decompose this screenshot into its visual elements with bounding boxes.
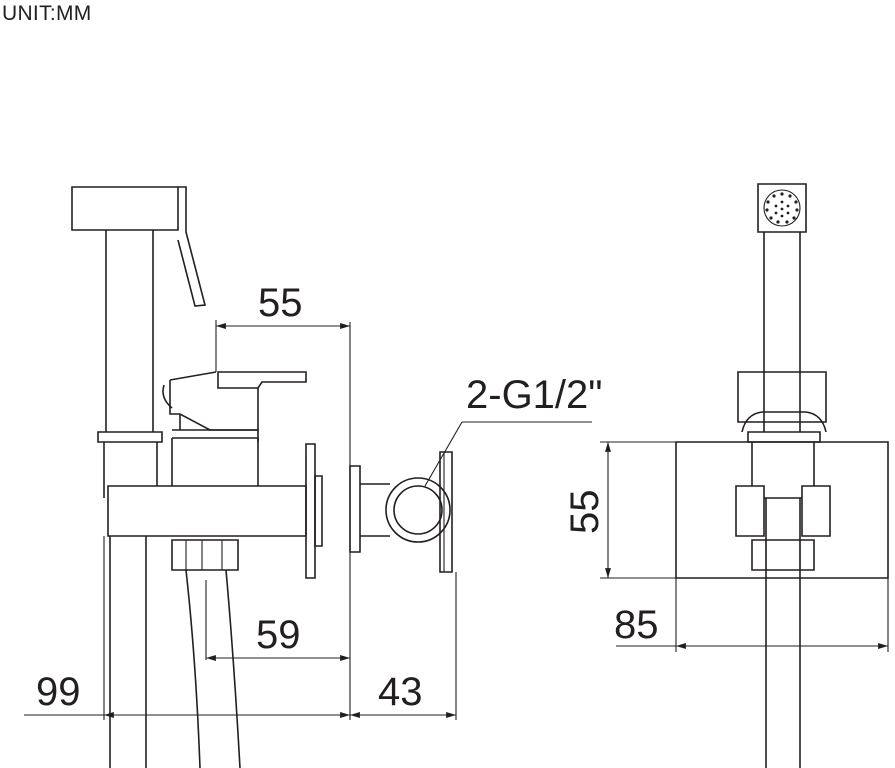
mixer-lever — [217, 371, 307, 389]
front-escutcheon — [675, 441, 889, 579]
dim-59-label: 59 — [256, 613, 301, 657]
dim-55-side-label: 55 — [563, 490, 607, 535]
hose-nut — [171, 539, 239, 571]
dim-55-top: 55 — [215, 281, 350, 372]
front-holder — [737, 371, 827, 423]
mixer-cap — [169, 371, 259, 431]
spray-holes — [765, 192, 799, 224]
front-handle — [763, 232, 801, 432]
dim-99-label: 99 — [36, 670, 81, 714]
dim-99: 99 — [24, 670, 350, 718]
wall-flange — [305, 443, 316, 579]
holder-body — [103, 442, 158, 498]
unit-label: UNIT:MM — [2, 2, 92, 25]
pipe-fitting-inner — [393, 485, 443, 535]
front-pipe — [765, 498, 801, 768]
dim-43-label: 43 — [378, 670, 423, 714]
valve-body — [107, 485, 307, 537]
front-valve-right — [801, 485, 831, 537]
sprayer-trigger — [177, 186, 207, 307]
sprayer-head — [71, 186, 179, 231]
thread-label: 2-G1/2" — [466, 373, 602, 417]
connector-flange — [349, 465, 361, 553]
dim-85-label: 85 — [614, 603, 659, 647]
fitting-plate — [439, 451, 453, 573]
spray-nozzle — [763, 189, 801, 227]
dim-85: 85 — [614, 578, 889, 652]
dim-43: 43 — [350, 670, 456, 718]
dim-55-side: 55 — [563, 441, 676, 579]
side-view — [71, 186, 457, 768]
hose — [185, 569, 241, 768]
front-nut — [751, 539, 815, 571]
holder-collar — [97, 431, 163, 443]
dim-55-top-label: 55 — [258, 281, 303, 325]
front-valve-left — [735, 485, 765, 537]
dim-59: 59 — [206, 613, 350, 661]
thread-callout: 2-G1/2" — [424, 373, 602, 487]
front-sprayer-head — [757, 183, 807, 233]
mixer-body — [171, 437, 259, 486]
pipe-fitting-outer — [385, 477, 451, 543]
sprayer-handle — [105, 230, 154, 432]
front-view — [675, 183, 889, 768]
